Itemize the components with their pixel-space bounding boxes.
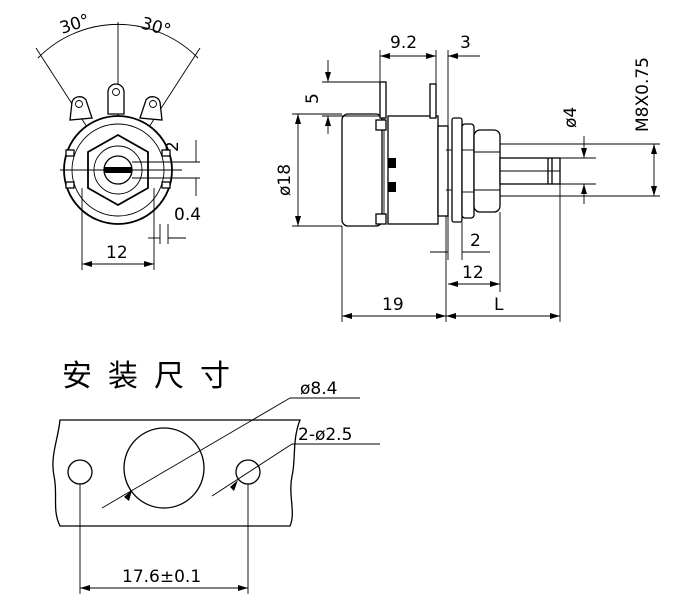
dim-holes: 2-ø2.5 [298,425,352,445]
mounting-title: 安装尺寸 [62,359,246,394]
terminal-right [139,96,163,121]
dim-9-2: 9.2 [390,33,417,53]
mount-hole-left [67,459,93,485]
panel-outline [52,419,301,527]
side-nut-2 [473,129,501,213]
dim-L: L [494,295,504,315]
dim-side-2: 2 [470,231,481,251]
side-nut-1 [461,123,475,219]
dim-dia-18: ø18 [275,164,295,196]
dim-front-12: 12 [106,243,128,263]
dim-thread: M8X0.75 [633,57,653,132]
dim-19: 19 [382,295,404,315]
side-terminal-2 [429,83,437,119]
dim-dia-8-4: ø8.4 [300,379,337,399]
side-terminal-1 [379,81,387,119]
mounting-section: 安装尺寸 ø8.4 2-ø2.5 17.6±0.1 [52,359,380,594]
side-body-front [387,115,439,225]
mount-hole-right [235,459,261,485]
front-view: 30° 30° [35,10,201,270]
dim-side-12: 12 [462,263,484,283]
dim-spacing: 17.6±0.1 [122,567,201,587]
dim-3: 3 [460,33,471,53]
mount-hole-center [123,427,205,509]
angle-label-right: 30° [139,14,173,42]
side-body-rear [341,113,383,227]
side-mount-plate [437,125,449,217]
dim-5: 5 [303,93,323,104]
terminal-center [107,83,125,115]
dim-dia-4: ø4 [561,107,581,128]
body-notches [65,149,171,189]
side-view: 9.2 3 5 ø18 ø4 M8X0.75 [275,33,660,322]
angle-label-left: 30° [57,10,92,38]
dim-slot-width: 2 [163,141,183,152]
dim-0-4: 0.4 [174,205,201,225]
terminal-left [69,96,93,121]
side-washer [451,117,463,223]
